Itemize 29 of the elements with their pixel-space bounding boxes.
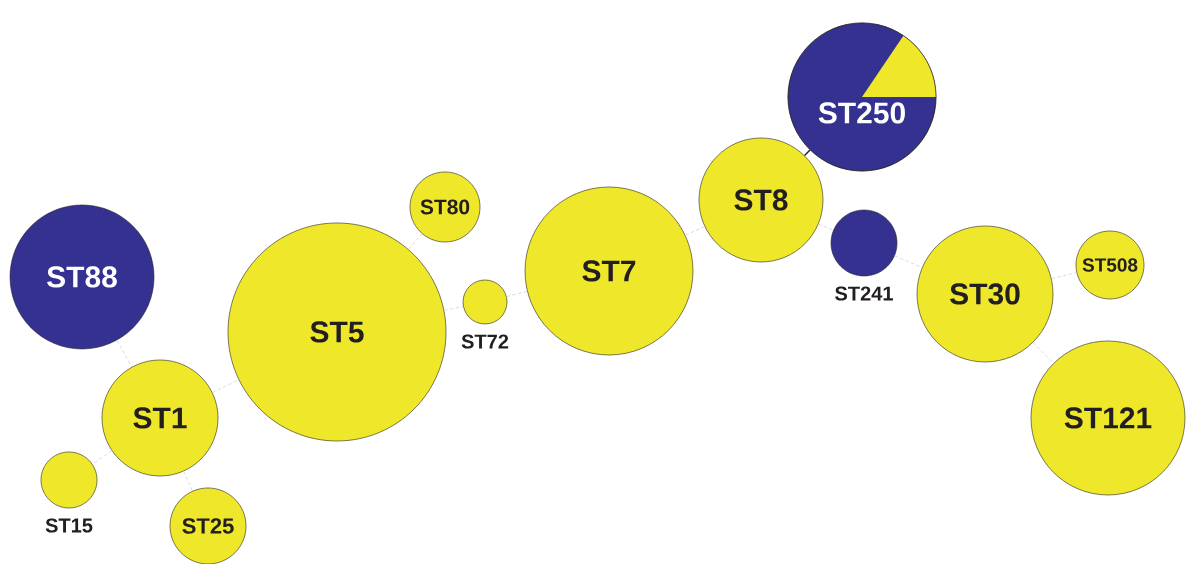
connector-line bbox=[92, 450, 113, 465]
connector-line bbox=[803, 149, 811, 157]
connector-line bbox=[818, 223, 834, 231]
connector-line bbox=[1032, 342, 1054, 364]
circle-node: ST72 bbox=[461, 279, 509, 349]
node-label: ST15 bbox=[45, 518, 93, 533]
connector-line bbox=[408, 233, 423, 250]
circle-node: ST121 bbox=[1030, 340, 1186, 496]
connector-line bbox=[506, 291, 528, 297]
circle-node: ST8 bbox=[698, 137, 824, 263]
connector-line bbox=[212, 379, 240, 393]
circle-node: ST241 bbox=[830, 209, 898, 301]
circle-node: ST7 bbox=[524, 186, 694, 356]
circle-node: ST25 bbox=[169, 487, 247, 564]
connector-line bbox=[685, 226, 705, 236]
circle-node: ST1 bbox=[101, 359, 219, 477]
connector-line bbox=[116, 339, 133, 368]
circle-node: ST80 bbox=[409, 171, 481, 243]
connector-line bbox=[183, 470, 193, 492]
circle-node: ST30 bbox=[916, 225, 1054, 363]
circle-node: ST15 bbox=[40, 451, 98, 533]
node-label: ST241 bbox=[835, 286, 893, 301]
circle-node: ST5 bbox=[227, 222, 447, 442]
circle-node: ST508 bbox=[1075, 230, 1145, 300]
node-label: ST72 bbox=[461, 334, 509, 349]
circle-node: ST88 bbox=[9, 204, 155, 350]
connector-line bbox=[894, 255, 923, 268]
connector-line bbox=[443, 306, 464, 311]
connector-line bbox=[1051, 272, 1077, 279]
